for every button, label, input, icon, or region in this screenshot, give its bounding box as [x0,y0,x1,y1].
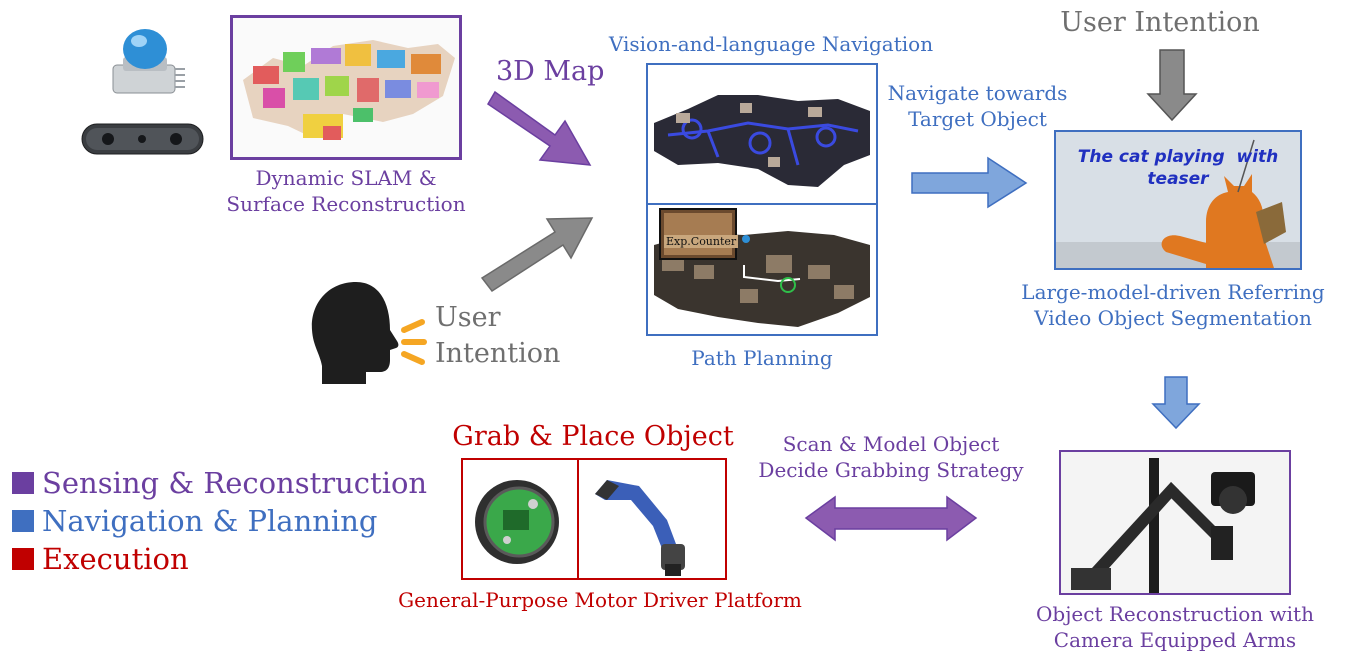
speaking-head-icon [308,280,428,386]
navigation-title: Vision-and-language Navigation [608,32,934,56]
navigation-map-panel: Exp.Counter [646,63,878,336]
legend-execution: Execution [12,542,189,576]
user-intention-down-arrow [1146,49,1198,122]
scan-double-arrow [804,495,978,542]
legend-navigation-label: Navigation & Planning [42,504,378,538]
legend-execution-label: Execution [42,542,189,576]
segmentation-label-line1: Large-model-driven Referring [1021,280,1325,304]
segmentation-frame: The cat playing with teaser [1054,130,1302,270]
navigate-arrow [911,156,1028,209]
segmentation-caption: The cat playing with teaser [1056,146,1300,190]
segmentation-label-line2: Video Object Segmentation [1034,305,1312,330]
object-reconstruction-line1: Object Reconstruction with [1036,602,1314,626]
user-intention-label: User Intention [1060,7,1260,38]
navigate-label-line1: Navigate towards [887,81,1068,105]
execution-panel [461,458,727,580]
legend-sensing: Sensing & Reconstruction [12,466,427,500]
map-arrow [486,90,592,166]
voice-intention-line1: User [435,302,501,333]
camera-arm-image [1059,450,1291,595]
segmentation-label: Large-model-driven Referring Video Objec… [1012,280,1334,331]
voice-intention-label: User Intention [435,300,560,373]
object-reconstruction-label: Object Reconstruction with Camera Equipp… [1022,602,1328,653]
path-planning-label: Path Planning [691,346,833,370]
navigate-label: Navigate towards Target Object [880,81,1075,132]
navigation-3d-map-image [648,65,876,203]
execution-divider [577,460,579,578]
lidar-sensor-image [105,25,187,101]
platform-label: General-Purpose Motor Driver Platform [398,588,802,612]
legend-navigation: Navigation & Planning [12,504,377,538]
slam-label-line1: Dynamic SLAM & [255,166,437,190]
legend-sensing-swatch [12,472,34,494]
scan-label: Scan & Model Object Decide Grabbing Stra… [756,432,1026,483]
scan-label-line2: Decide Grabbing Strategy [758,457,1024,482]
voice-intention-line2: Intention [435,338,561,370]
depth-camera-image [80,118,205,160]
segmentation-caption-line1: The cat playing with [1077,147,1279,167]
map-arrow-label: 3D Map [496,56,605,87]
execution-title: Grab & Place Object [452,421,734,452]
navigate-label-line2: Target Object [908,106,1047,131]
segmentation-down-arrow [1151,376,1201,430]
cat-image [1056,132,1300,268]
robot-arm-image [579,460,725,578]
path-planning-map-image: Exp.Counter [648,205,876,334]
object-reconstruction-line2: Camera Equipped Arms [1053,627,1297,652]
intention-arrow [480,217,594,293]
motor-driver-image [463,460,577,578]
navigation-divider [648,203,876,205]
legend-sensing-label: Sensing & Reconstruction [42,466,428,500]
scan-label-line1: Scan & Model Object [782,432,1000,456]
slam-reconstruction-image [230,15,462,160]
slam-label-line2: Surface Reconstruction [226,191,466,216]
legend-navigation-swatch [12,510,34,532]
legend-execution-swatch [12,548,34,570]
path-planning-inset-label: Exp.Counter [664,235,739,248]
slam-label: Dynamic SLAM & Surface Reconstruction [215,166,477,217]
segmentation-caption-line2: teaser [1147,169,1209,190]
